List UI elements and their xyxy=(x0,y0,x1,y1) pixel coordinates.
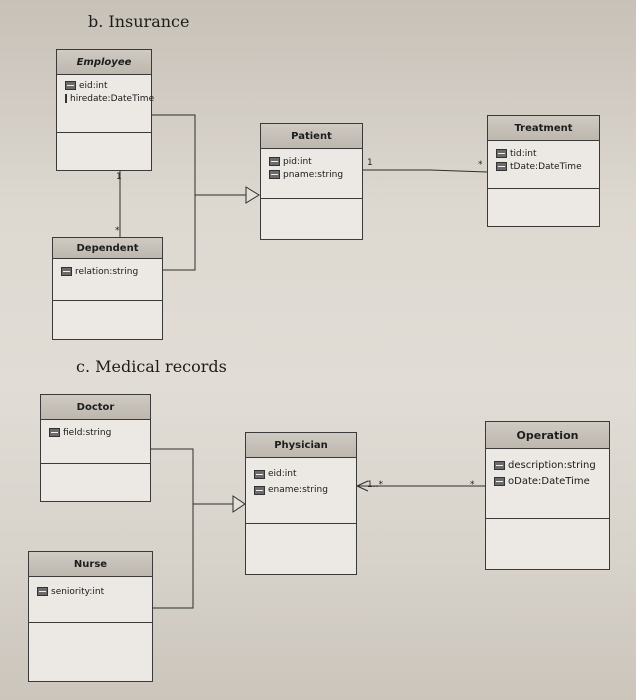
field-icon xyxy=(61,267,72,276)
attribute-row: hiredate:DateTime xyxy=(65,92,155,105)
attribute-row: tid:int xyxy=(496,147,599,160)
attribute-text: tid:int xyxy=(510,148,537,159)
attribute-row: pname:string xyxy=(269,168,362,181)
attribute-text: tDate:DateTime xyxy=(510,161,582,172)
multiplicity-label: 1 xyxy=(367,158,373,168)
physician-operation-arrowhead xyxy=(355,480,369,492)
class-operation-attributes: description:string oDate:DateTime xyxy=(486,449,609,519)
class-employee[interactable]: Employee eid:int hiredate:DateTime xyxy=(56,49,155,171)
attribute-row: tDate:DateTime xyxy=(496,160,599,173)
attribute-text: description:string xyxy=(508,459,596,471)
class-nurse-name: Nurse xyxy=(29,552,152,577)
field-icon xyxy=(269,157,280,166)
attribute-row: eid:int xyxy=(254,466,356,482)
class-nurse-attributes: seniority:int xyxy=(29,577,152,623)
physician-generalization-arrowhead xyxy=(232,495,246,513)
multiplicity-label: * xyxy=(115,226,120,236)
attribute-text: pname:string xyxy=(283,169,344,180)
class-treatment-name: Treatment xyxy=(488,116,599,141)
attribute-text: ename:string xyxy=(268,485,328,495)
class-treatment[interactable]: Treatment tid:int tDate:DateTime xyxy=(487,115,600,227)
patient-generalization-arrowhead xyxy=(245,186,260,204)
class-doctor-name: Doctor xyxy=(41,395,150,420)
employee-patient-generalization xyxy=(151,114,246,196)
attribute-row: seniority:int xyxy=(37,585,152,598)
class-dependent-attributes: relation:string xyxy=(53,259,162,301)
class-patient-name: Patient xyxy=(261,124,362,149)
field-icon xyxy=(37,587,48,596)
class-physician-attributes: eid:int ename:string xyxy=(246,458,356,524)
class-employee-attributes: eid:int hiredate:DateTime xyxy=(57,75,155,133)
attribute-text: seniority:int xyxy=(51,586,105,597)
field-icon xyxy=(65,94,67,103)
field-icon xyxy=(65,81,76,90)
field-icon xyxy=(49,428,60,437)
class-employee-name: Employee xyxy=(57,50,151,75)
class-physician[interactable]: Physician eid:int ename:string xyxy=(245,432,357,575)
attribute-text: pid:int xyxy=(283,156,312,167)
class-doctor[interactable]: Doctor field:string xyxy=(40,394,151,502)
field-icon xyxy=(494,460,505,470)
attribute-text: oDate:DateTime xyxy=(508,475,590,487)
field-icon xyxy=(496,149,507,158)
class-dependent[interactable]: Dependent relation:string xyxy=(52,237,163,340)
attribute-row: oDate:DateTime xyxy=(494,473,609,489)
field-icon xyxy=(254,469,265,479)
attribute-row: description:string xyxy=(494,457,609,473)
attribute-text: eid:int xyxy=(79,80,108,91)
section-heading-insurance: b. Insurance xyxy=(88,12,190,31)
class-dependent-name: Dependent xyxy=(53,238,162,259)
attribute-text: eid:int xyxy=(268,469,297,479)
class-doctor-attributes: field:string xyxy=(41,420,150,464)
section-heading-medical-records: c. Medical records xyxy=(76,357,227,376)
class-operation-name: Operation xyxy=(486,422,609,449)
attribute-text: relation:string xyxy=(75,266,139,277)
class-physician-name: Physician xyxy=(246,433,356,458)
attribute-row: field:string xyxy=(49,426,150,439)
attribute-row: pid:int xyxy=(269,155,362,168)
class-treatment-attributes: tid:int tDate:DateTime xyxy=(488,141,599,189)
field-icon xyxy=(269,170,280,179)
dependent-patient-generalization xyxy=(163,195,196,271)
doctor-physician-generalization xyxy=(151,448,233,505)
class-nurse[interactable]: Nurse seniority:int xyxy=(28,551,153,682)
multiplicity-label: * xyxy=(478,160,483,170)
multiplicity-label: * xyxy=(470,480,475,490)
class-patient-attributes: pid:int pname:string xyxy=(261,149,362,199)
class-patient[interactable]: Patient pid:int pname:string xyxy=(260,123,363,240)
multiplicity-label: 1..* xyxy=(367,480,383,490)
field-icon xyxy=(254,485,265,495)
nurse-physician-generalization xyxy=(153,504,194,609)
field-icon xyxy=(494,476,505,486)
field-icon xyxy=(496,162,507,171)
class-operation[interactable]: Operation description:string oDate:DateT… xyxy=(485,421,610,570)
attribute-text: hiredate:DateTime xyxy=(70,93,155,104)
attribute-row: eid:int xyxy=(65,79,151,92)
attribute-row: relation:string xyxy=(61,265,162,278)
attribute-row: ename:string xyxy=(254,482,356,498)
multiplicity-label: 1 xyxy=(116,172,122,182)
patient-treatment-association xyxy=(362,169,488,173)
attribute-text: field:string xyxy=(63,427,112,438)
